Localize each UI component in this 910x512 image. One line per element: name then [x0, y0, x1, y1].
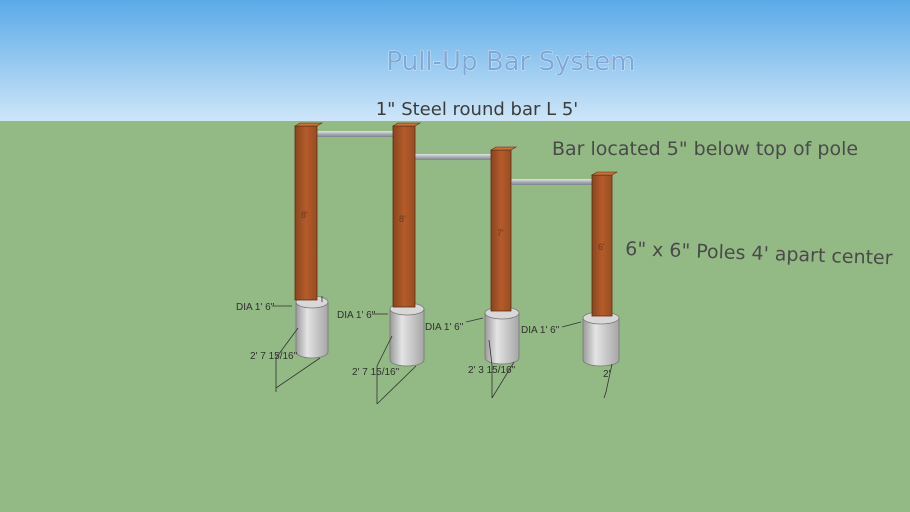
pole-depth-label-4: 2'	[603, 369, 611, 380]
depth-leader-1	[275, 296, 323, 389]
pole-height-label-3: 7'	[497, 228, 504, 238]
depth-dim-line-3	[488, 339, 515, 399]
pole-assembly-1: 8' DIA 1' 6" 2' 7 15/16"	[236, 122, 329, 392]
dia-leader-3	[465, 317, 484, 323]
pole-assembly-2: 8' DIA 1' 6" 2' 7 15/16"	[337, 122, 425, 405]
pole-assembly-4: 6' DIA 1' 6" 2'	[521, 171, 620, 399]
pull-up-bar-1	[316, 131, 396, 137]
pull-up-bar-2	[412, 154, 494, 160]
concrete-footing-1	[295, 301, 329, 359]
ground	[0, 121, 910, 512]
depth-dim-line-2	[376, 335, 417, 405]
bar-spec-note: 1" Steel round bar L 5'	[376, 99, 579, 120]
pull-up-bar-3	[510, 179, 596, 185]
pole-diameter-label-1: DIA 1' 6"	[236, 302, 275, 313]
dia-leader-4	[561, 321, 582, 328]
concrete-footing-4	[582, 317, 620, 367]
bars	[316, 131, 596, 185]
sky	[0, 0, 910, 122]
depth-dim-line-1	[275, 327, 299, 392]
pole-top-4	[590, 171, 619, 176]
diagram-title: Pull-Up Bar System	[386, 47, 635, 77]
pole-height-label-1: 8'	[301, 210, 308, 220]
pole-top-2	[391, 122, 422, 127]
pole-diameter-label-4: DIA 1' 6"	[521, 325, 560, 336]
pole-height-label-4: 6'	[598, 242, 605, 252]
pole-diameter-label-2: DIA 1' 6"	[337, 310, 376, 321]
pole-depth-label-2: 2' 7 15/16"	[352, 367, 400, 378]
pole-assembly-3: 7' DIA 1' 6" 2' 3 15/16"	[425, 146, 520, 399]
pole-depth-label-3: 2' 3 15/16"	[468, 365, 516, 376]
concrete-footing-3	[484, 312, 520, 365]
depth-dim-line-4	[603, 363, 613, 399]
pole-top-1	[293, 122, 324, 127]
bar-location-note: Bar located 5" below top of pole	[552, 138, 858, 160]
pole-height-label-2: 8'	[399, 214, 406, 224]
pole-depth-label-1: 2' 7 15/16"	[250, 351, 298, 362]
concrete-footing-2	[389, 308, 425, 367]
pole-top-3	[489, 146, 518, 151]
pole-diameter-label-3: DIA 1' 6"	[425, 322, 464, 333]
